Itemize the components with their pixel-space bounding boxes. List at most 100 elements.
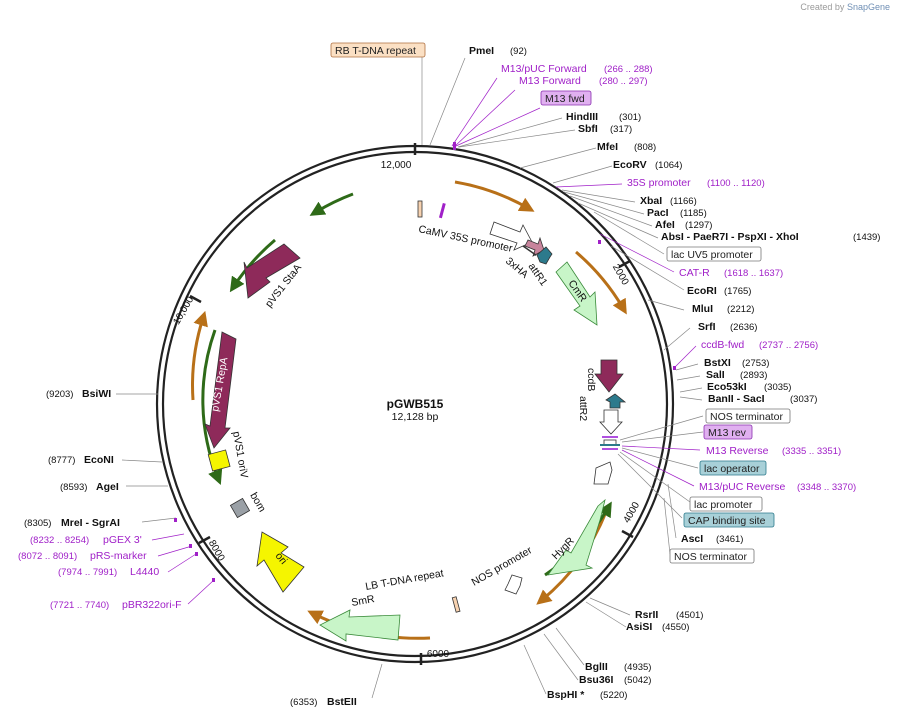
tick-label: 4000 — [622, 500, 643, 525]
site-name: SrfI — [698, 321, 716, 333]
site-pos: (301) — [619, 112, 641, 123]
ccdb-shape — [594, 359, 624, 393]
box — [540, 90, 592, 106]
leader-line — [599, 233, 675, 273]
site-pos: (266 .. 288) — [604, 64, 653, 75]
boxed-label-cap-binding: CAP binding site — [688, 515, 766, 527]
site-name: M13/pUC Forward — [501, 63, 587, 75]
orf-arc — [575, 250, 627, 315]
boxed-label-rb-tdna: RB T-DNA repeat — [335, 45, 416, 57]
site-name: BstXI — [704, 357, 731, 369]
3xha-shape — [536, 246, 553, 265]
site-pos: (4550) — [662, 622, 689, 633]
tick-2000 — [618, 259, 631, 269]
site-name: BglII — [585, 661, 608, 673]
site-name: HindIII — [566, 111, 598, 123]
bom-shape — [229, 497, 251, 519]
snapgene-credit: Created by SnapGene — [800, 2, 890, 12]
leader-line — [663, 497, 671, 555]
leader-line — [679, 396, 703, 401]
tick-8000 — [198, 535, 211, 545]
site-name: 35S promoter — [627, 177, 691, 189]
site-pos: (3335 .. 3351) — [782, 446, 841, 457]
site-name: BstEII — [327, 696, 357, 708]
primer-ticks — [174, 240, 676, 582]
site-pos: (5220) — [600, 690, 627, 701]
mcs-mark — [602, 436, 618, 438]
hygr-shape — [547, 498, 606, 576]
leader-line — [167, 553, 197, 573]
site-pos: (92) — [510, 46, 527, 57]
leader-line — [519, 147, 597, 169]
leader-line — [589, 597, 631, 616]
site-pos: (8232 .. 8254) — [30, 535, 89, 546]
leader-line — [555, 627, 585, 666]
leader-line — [429, 57, 466, 146]
site-name: MfeI — [597, 141, 618, 153]
leader-line — [593, 211, 665, 255]
orf-arc — [191, 310, 208, 401]
nos-promoter-shape — [504, 574, 523, 595]
site-pos: (6353) — [290, 697, 317, 708]
leader-line — [663, 327, 691, 351]
site-name: EcoNI — [84, 454, 114, 466]
tick-4000 — [621, 529, 634, 539]
site-pos: (1297) — [685, 220, 712, 231]
lb-tdna-repeat-shape — [451, 596, 461, 613]
mcs-mark — [522, 245, 537, 256]
lac-promoter-shape — [599, 409, 623, 435]
cmr-shape — [555, 261, 598, 326]
leader-line — [610, 245, 685, 291]
site-name: L4440 — [130, 566, 159, 578]
tick-10000 — [189, 294, 202, 304]
primer-m13-fwd — [453, 142, 456, 150]
feature-label-smr: SmR — [350, 593, 375, 609]
mcs-marks — [438, 142, 620, 450]
site-name: ccdB-fwd — [701, 339, 744, 351]
pvs1-oriv-shape — [207, 449, 231, 472]
leader-line — [157, 545, 193, 557]
rb-tdna-repeat-shape — [417, 200, 423, 218]
box — [703, 424, 753, 440]
leader-line — [621, 447, 699, 469]
boxed-label-lac-promoter: lac promoter — [694, 499, 753, 511]
site-name: Bsu36I — [579, 674, 614, 686]
site-name: EcoRV — [613, 159, 647, 171]
leader-line — [523, 644, 547, 695]
site-name: AsiSI — [626, 621, 652, 633]
leader-line — [647, 299, 685, 311]
site-name: SbfI — [578, 123, 598, 135]
boxed-label-lac-operator: lac operator — [704, 463, 760, 475]
leader-line — [141, 517, 177, 523]
credit-brand: SnapGene — [846, 2, 890, 12]
site-pos: (3037) — [790, 394, 817, 405]
leader-line — [673, 345, 697, 369]
tick-label: 2000 — [610, 262, 631, 287]
feature-label-nos-promoter: NOS promoter — [470, 544, 535, 588]
site-name: MluI — [692, 303, 713, 315]
site-name: PacI — [647, 207, 669, 219]
site-name: BanII - SacI — [708, 393, 765, 405]
box — [669, 548, 755, 564]
leader-line — [552, 165, 613, 184]
primer-35s — [438, 202, 446, 219]
leader-line — [457, 117, 563, 148]
leader-line — [676, 375, 701, 381]
site-pos: (3461) — [716, 534, 743, 545]
feature-label-attr2: attR2 — [577, 396, 589, 421]
site-name: pBR322ori-F — [122, 599, 182, 611]
site-name: CAT-R — [679, 267, 710, 279]
pvs1-repa-shape — [204, 331, 237, 449]
leader-lines-left — [116, 393, 383, 699]
site-name: pGEX 3' — [103, 534, 142, 546]
boxed-label-nos-terminator-1: NOS terminator — [710, 411, 783, 423]
site-pos: (280 .. 297) — [599, 76, 648, 87]
plasmid-name: pGWB515 — [387, 397, 444, 411]
smr-shape — [319, 609, 401, 642]
box — [330, 42, 426, 58]
feature-label-lb-tdna: LB T-DNA repeat — [364, 567, 444, 593]
site-pos: (2212) — [727, 304, 754, 315]
leader-line — [667, 483, 677, 539]
leader-line — [151, 533, 185, 541]
